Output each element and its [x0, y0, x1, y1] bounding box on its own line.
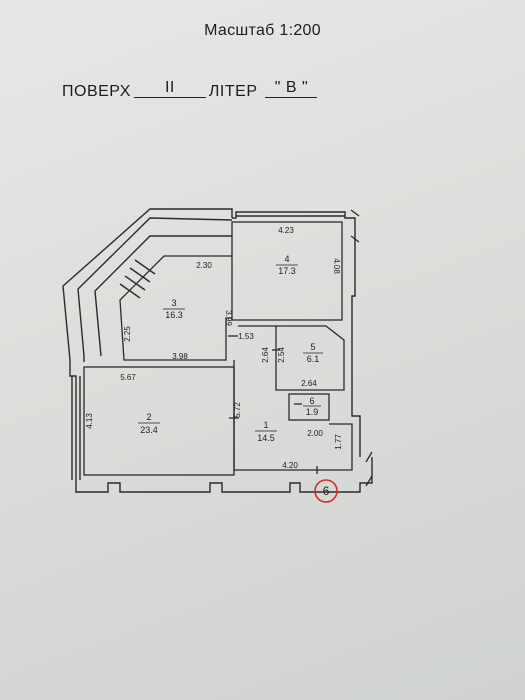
- dim-room5-bottom: 2.64: [301, 379, 317, 388]
- dim-room4-right: 4.08: [332, 258, 341, 274]
- inner-walls: [83, 209, 373, 487]
- liter-value-field: " В ": [265, 79, 318, 98]
- scale-title: Масштаб 1:200: [204, 22, 321, 39]
- dimension-labels: 4.23 4.08 2.30 3.99 2.25 3.98 1.53 5.67 …: [85, 226, 343, 470]
- room-5-area: 6.1: [307, 354, 320, 364]
- floor-label: ПОВЕРХ: [62, 83, 131, 100]
- dim-room1-right: 1.77: [334, 434, 343, 450]
- marker-circle: [314, 479, 338, 503]
- dim-room2-right: 5.72: [233, 402, 242, 418]
- room-2-number: 2: [146, 412, 151, 422]
- liter-value: В: [285, 79, 298, 96]
- outer-walls: [62, 208, 373, 493]
- dim-room3-right: 3.99: [224, 310, 233, 326]
- room-4-number: 4: [284, 254, 289, 264]
- dim-room5-left-inner: 2.54: [277, 347, 286, 363]
- dim-corridor-top: 1.53: [238, 332, 254, 341]
- room-3-number: 3: [171, 298, 176, 308]
- room-1-area: 14.5: [257, 433, 275, 443]
- dim-room5-left-outer: 2.64: [261, 347, 270, 363]
- dim-room3-bottom: 3.98: [172, 352, 188, 361]
- dim-room2-top: 5.67: [120, 373, 136, 382]
- dim-room1-bottom: 4.20: [282, 461, 298, 470]
- room-6-area: 1.9: [306, 407, 319, 417]
- dim-room3-top: 2.30: [196, 261, 212, 270]
- room-1-number: 1: [263, 420, 268, 430]
- room-5-number: 5: [310, 342, 315, 352]
- circled-marker: 6: [314, 479, 338, 503]
- room-labels: 4 17.3 3 16.3 2 23.4 1 14.5 5 6.1 6 1.9: [138, 254, 323, 443]
- liter-label: ЛІТЕР: [208, 83, 258, 100]
- marker-label: 6: [323, 484, 330, 498]
- dim-room2-left: 4.13: [85, 413, 94, 429]
- dim-room6-bottom: 2.00: [307, 429, 323, 438]
- floor-value: II: [133, 79, 206, 98]
- room-3-area: 16.3: [165, 310, 183, 320]
- room-4-area: 17.3: [278, 266, 296, 276]
- dim-room4-top: 4.23: [278, 226, 294, 235]
- room-6-number: 6: [309, 396, 314, 406]
- dim-room3-left: 2.25: [123, 326, 132, 342]
- room-2-area: 23.4: [140, 425, 158, 435]
